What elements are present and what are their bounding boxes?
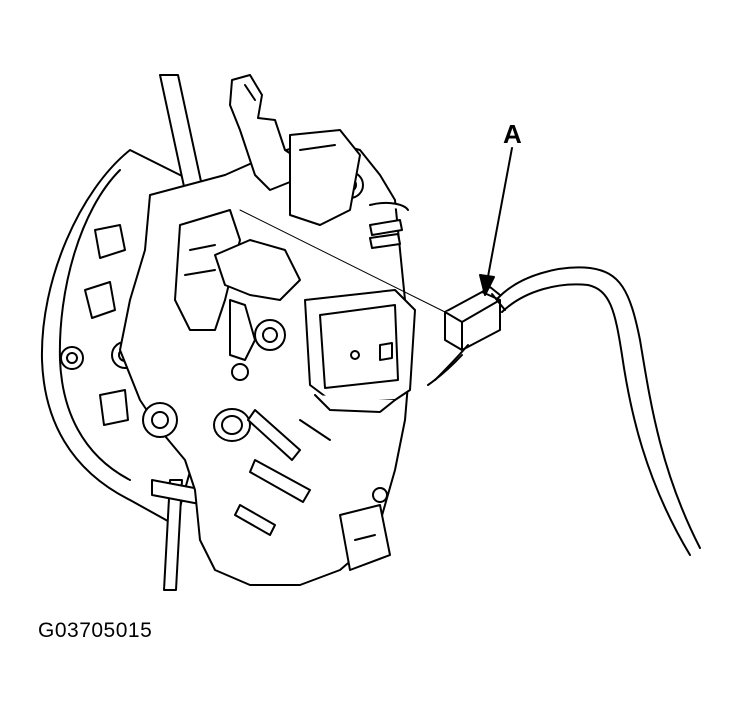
harness-connector — [428, 287, 500, 385]
wire-harness — [492, 267, 700, 555]
callout-arrow — [480, 148, 512, 295]
terminal-pins — [370, 203, 408, 248]
latch-connector-socket — [305, 290, 415, 412]
callout-label-a: A — [503, 119, 522, 149]
alignment-line — [240, 210, 445, 312]
latch-body — [120, 75, 410, 585]
figure-id: G03705015 — [38, 619, 153, 642]
lower-rod — [152, 480, 205, 590]
